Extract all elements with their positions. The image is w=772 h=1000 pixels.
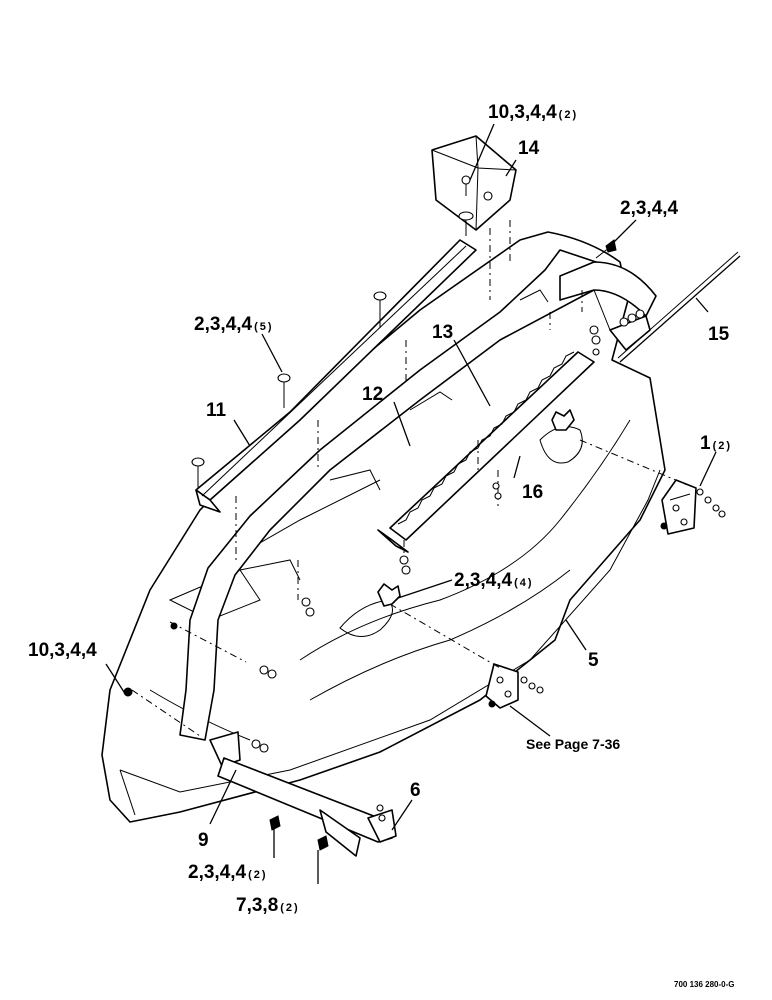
strip-11 <box>195 239 477 513</box>
callout-bracket-1: 1(2) <box>700 433 732 454</box>
callout-part-9: 9 <box>198 830 209 851</box>
callout-rod-15: 15 <box>708 324 730 345</box>
callout-strip-13: 13 <box>432 322 453 343</box>
callout-center-bolts: 2,3,4,4(4) <box>454 570 534 591</box>
center-bracket <box>485 663 519 709</box>
callout-top-bolts: 10,3,4,4(2) <box>488 102 578 123</box>
callout-part-6: 6 <box>410 780 421 801</box>
see-page-note: See Page 7-36 <box>526 736 620 752</box>
shield-body <box>101 231 666 823</box>
callout-shield-5: 5 <box>588 650 599 671</box>
callout-teeth-16: 16 <box>522 482 543 503</box>
callout-strip-11: 11 <box>206 400 227 421</box>
callout-bottom-hw: 7,3,8(2) <box>236 895 300 916</box>
end-shield <box>559 261 657 351</box>
bottom-bracket <box>209 731 397 857</box>
callout-side-bolts: 10,3,4,4 <box>28 640 97 661</box>
leader-lines <box>105 123 717 884</box>
cap-14 <box>431 135 517 231</box>
callout-left-bolts: 2,3,4,4(5) <box>194 314 274 335</box>
hardware <box>123 175 726 851</box>
drawing-code: 700 136 280-0-G <box>674 980 735 989</box>
callout-right-bolts: 2,3,4,4 <box>620 198 679 219</box>
toothed-strip-16 <box>377 351 595 553</box>
callout-bottom-bolts: 2,3,4,4(2) <box>188 862 268 883</box>
bracket-1 <box>660 479 697 535</box>
callout-strip-12: 12 <box>362 384 383 405</box>
rod-15 <box>617 251 741 363</box>
callout-labels: 10,3,4,4(2) 14 2,3,4,4 2,3,4,4(5) 15 13 … <box>28 102 735 989</box>
rim-strip <box>179 249 621 741</box>
callout-cap-14: 14 <box>518 138 540 159</box>
